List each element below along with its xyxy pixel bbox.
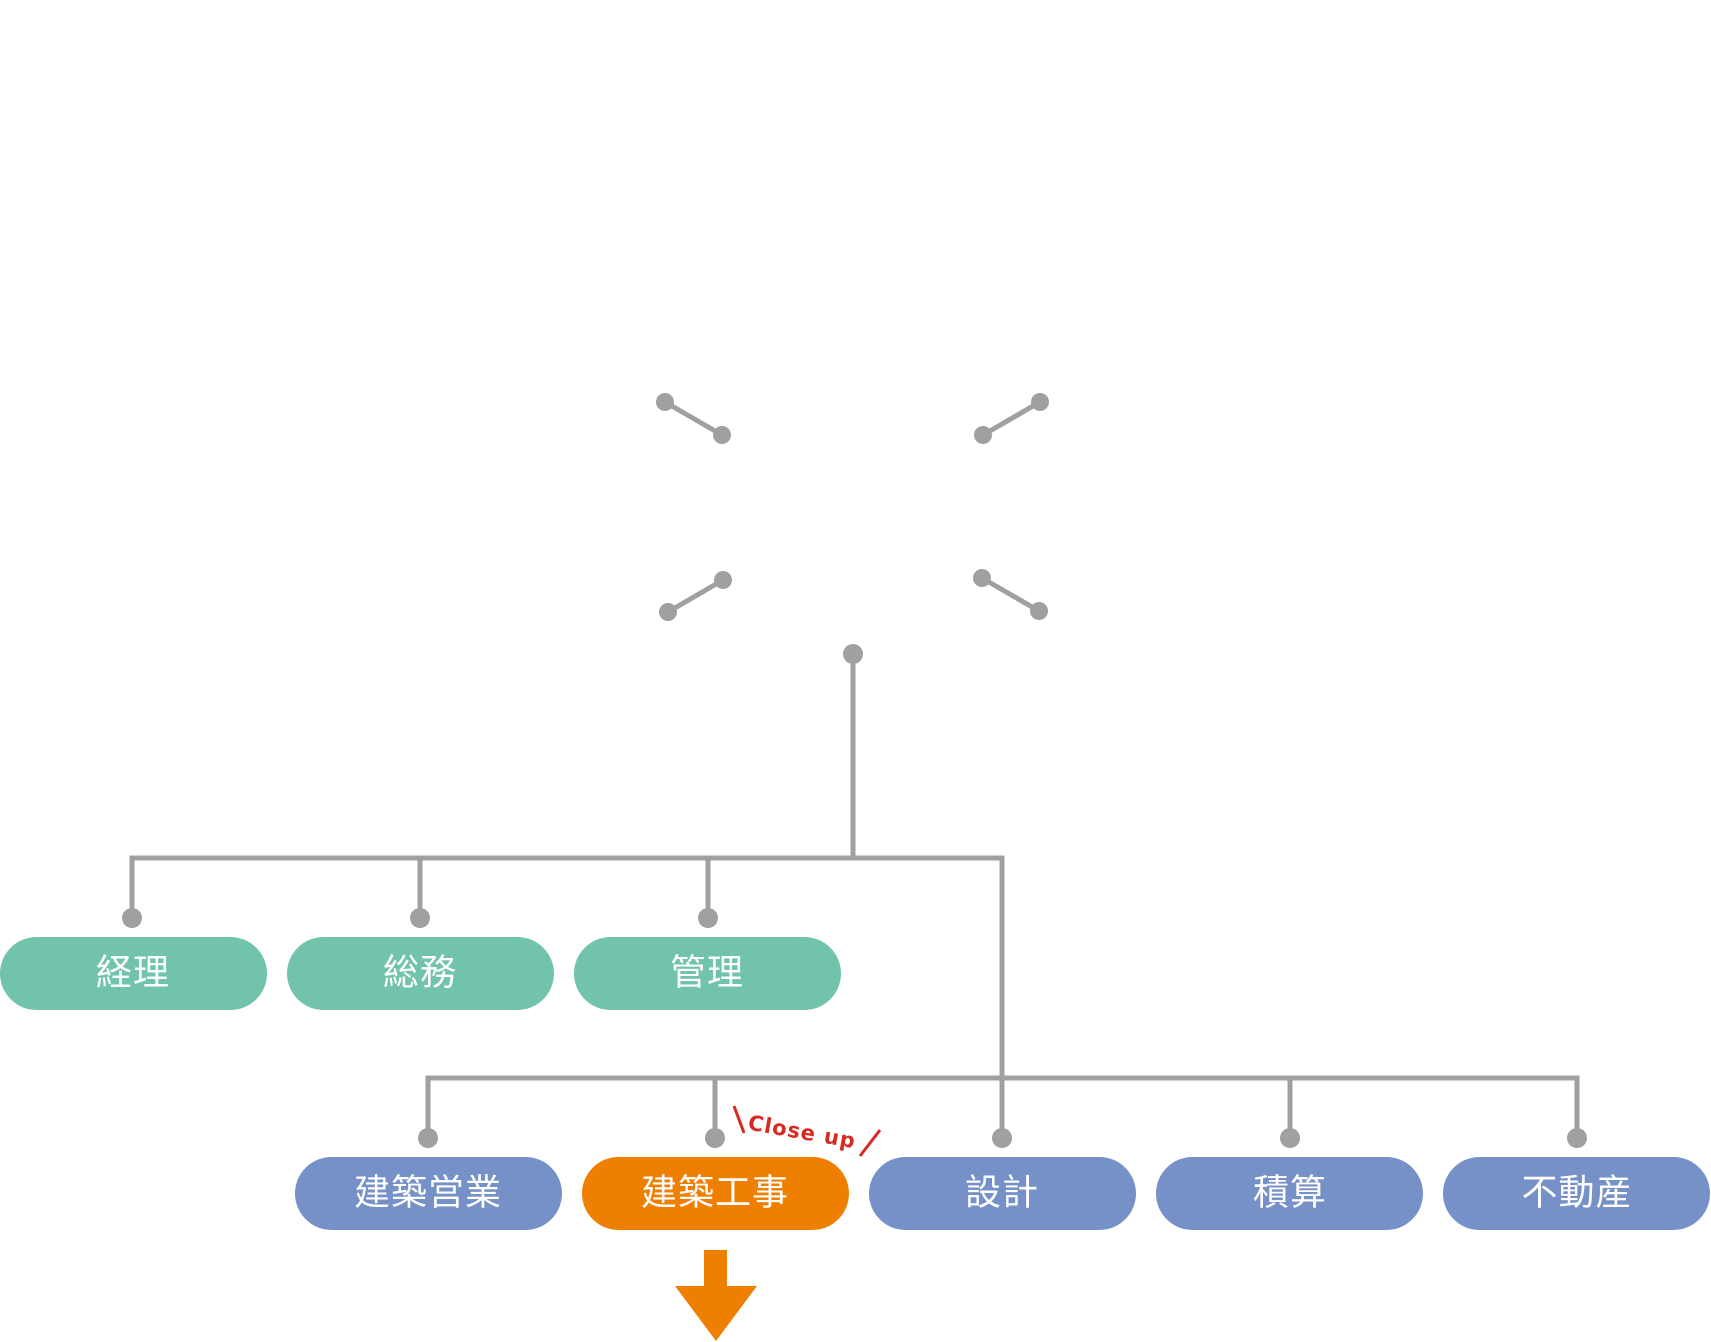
dept-node-design[interactable]: 設計 <box>869 1157 1136 1230</box>
node-pill-highlighted <box>582 1157 849 1230</box>
node-label: 経理 <box>96 953 170 994</box>
connector-lines <box>129 651 1580 1141</box>
dot-icon <box>1567 1128 1587 1148</box>
node-label: 設計 <box>965 1173 1039 1214</box>
corner-bracket-bottom-right <box>973 569 1048 620</box>
node-pill <box>1156 1157 1423 1230</box>
dept-nodes: 建築営業 建築工事 設計 積算 不動産 <box>295 1157 1710 1230</box>
down-arrow-icon <box>675 1250 757 1341</box>
dot-icon <box>705 1128 725 1148</box>
node-pill <box>869 1157 1136 1230</box>
admin-node-accounting[interactable]: 経理 <box>0 937 267 1010</box>
corner-bracket-bottom-left <box>659 571 732 621</box>
node-label: 建築営業 <box>354 1173 502 1214</box>
dot-icon <box>418 1128 438 1148</box>
corner-bracket-top-right <box>974 393 1049 444</box>
dot-icon <box>992 1128 1012 1148</box>
dept-node-construction-work[interactable]: 建築工事 <box>582 1157 849 1230</box>
node-label: 管理 <box>670 953 744 994</box>
admin-node-management[interactable]: 管理 <box>574 937 841 1010</box>
dot-icon <box>410 908 430 928</box>
node-label: 総務 <box>383 953 457 994</box>
node-pill <box>1443 1157 1710 1230</box>
annotation-tick-right <box>858 1129 882 1157</box>
dept-node-construction-sales[interactable]: 建築営業 <box>295 1157 562 1230</box>
dept-node-real-estate[interactable]: 不動産 <box>1443 1157 1710 1230</box>
admin-nodes: 経理 総務 管理 <box>0 937 841 1010</box>
corner-bracket-top-left <box>656 393 731 444</box>
admin-node-general-affairs[interactable]: 総務 <box>287 937 554 1010</box>
node-label: 不動産 <box>1521 1173 1632 1214</box>
dot-icon <box>1280 1128 1300 1148</box>
connector-dots <box>122 644 1587 1148</box>
node-label: 建築工事 <box>641 1173 789 1214</box>
node-pill <box>0 937 267 1010</box>
close-up-annotation: Close up <box>732 1105 882 1157</box>
node-pill <box>574 937 841 1010</box>
annotation-tick-left <box>732 1105 746 1134</box>
corner-brackets <box>656 393 1049 621</box>
annotation-text: Close up <box>746 1111 858 1154</box>
node-pill <box>295 1157 562 1230</box>
dot-icon <box>122 908 142 928</box>
dot-icon <box>698 908 718 928</box>
node-label: 積算 <box>1253 1173 1327 1214</box>
dept-node-estimation[interactable]: 積算 <box>1156 1157 1423 1230</box>
dot-icon <box>843 644 863 664</box>
node-pill <box>287 937 554 1010</box>
